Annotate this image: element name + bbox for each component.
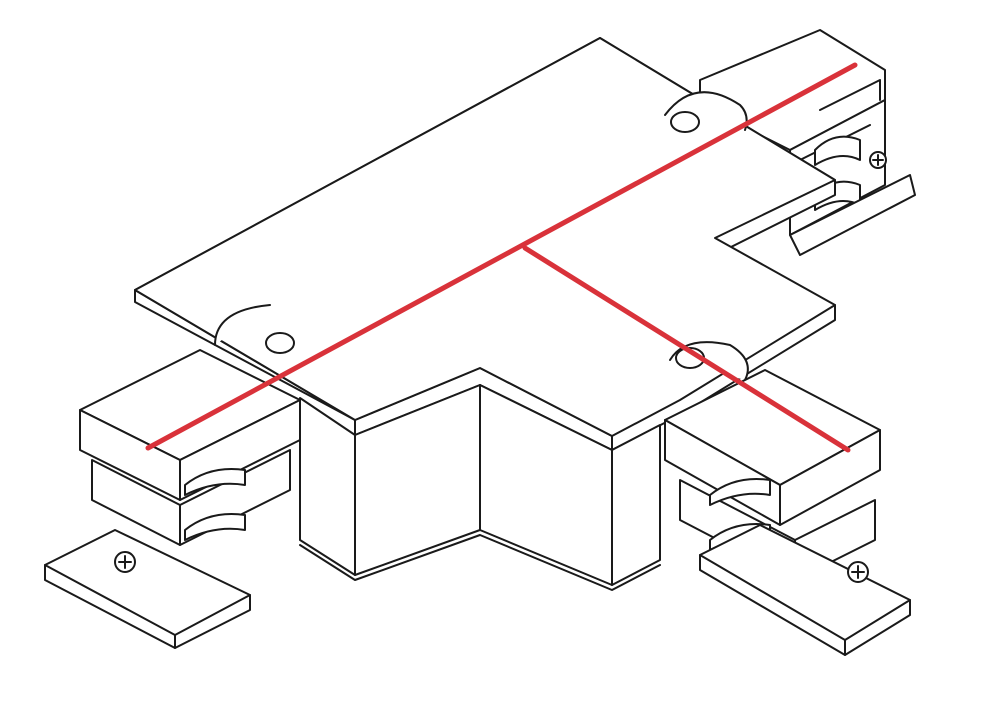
contact-clip bbox=[814, 135, 861, 166]
contact-clip bbox=[184, 468, 246, 496]
branch-conductor-line bbox=[522, 245, 851, 453]
top-plate bbox=[134, 37, 836, 451]
contact-clip bbox=[709, 478, 771, 506]
plate-tab bbox=[664, 91, 748, 131]
contact-clip bbox=[184, 513, 246, 541]
center-body bbox=[299, 384, 661, 591]
rail-left bbox=[44, 349, 301, 649]
screw-hole-icon bbox=[265, 332, 295, 354]
screw-hole-icon bbox=[670, 111, 700, 133]
main-conductor-line bbox=[145, 62, 858, 451]
plate-tab bbox=[214, 304, 271, 346]
